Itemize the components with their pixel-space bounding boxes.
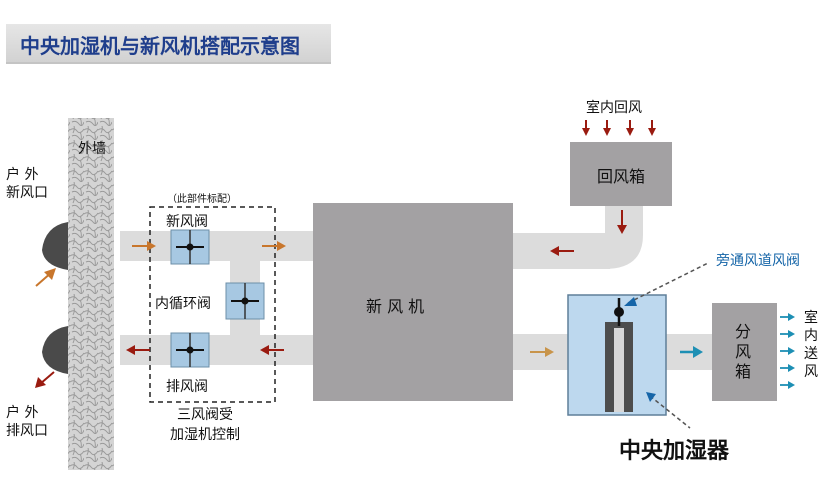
partial-config-note: （此部件标配）	[167, 194, 237, 205]
intake-arrow-1	[132, 241, 156, 251]
inlet-arrow	[35, 268, 56, 287]
return-box-down-arrow	[617, 210, 627, 234]
return-air-arrow-4	[648, 120, 656, 136]
indoor-return-air-label: 室内回风	[586, 100, 642, 116]
intake-arrow-2	[262, 241, 286, 251]
supply-out-arrow-5	[780, 381, 795, 389]
supply-out-arrow-3	[780, 347, 795, 355]
recirculation-damper	[225, 282, 265, 320]
return-air-box-label: 回风箱	[597, 167, 646, 186]
supply-arrow-2	[680, 346, 703, 358]
return-air-arrow-3	[626, 120, 634, 136]
central-humidifier-label: 中央加湿器	[619, 439, 730, 464]
fresh-air-unit-label: 新 风 机	[366, 297, 425, 316]
bypass-callout-line	[627, 262, 709, 304]
distribution-box-label: 分 风 箱	[735, 322, 752, 381]
outdoor-exhaust-outlet-label: 户 外 排风口	[6, 405, 48, 439]
exhaust-duct-arrow-1	[126, 345, 150, 355]
outer-wall-label: 外墙	[78, 141, 106, 157]
outer-wall	[68, 118, 114, 470]
recirculation-damper-label: 内循环阀	[155, 296, 211, 312]
three-dampers-note: 三风阀受 加湿机控制	[170, 407, 240, 443]
bypass-damper-label: 旁通风道风阀	[716, 253, 800, 269]
exhaust-damper	[170, 332, 210, 368]
fresh-air-damper-label: 新风阀	[166, 214, 208, 230]
supply-out-arrow-4	[780, 364, 795, 372]
damper-group-box	[149, 206, 276, 403]
return-duct-elbow	[605, 205, 643, 269]
title-bar	[6, 24, 331, 64]
distribution-box	[712, 303, 777, 401]
fresh-air-inlet-hood	[42, 222, 68, 270]
outdoor-fresh-air-inlet-label: 户 外 新风口	[6, 167, 48, 201]
fresh-air-damper	[170, 229, 210, 265]
return-air-box	[570, 142, 672, 206]
diagram-title: 中央加湿机与新风机搭配示意图	[20, 34, 300, 58]
central-humidifier-unit	[567, 294, 667, 416]
supply-out-arrow-1	[780, 313, 795, 321]
return-air-arrow-2	[603, 120, 611, 136]
exhaust-damper-label: 排风阀	[166, 379, 208, 395]
humidifier-callout-line	[649, 395, 691, 429]
fresh-air-unit	[313, 203, 513, 401]
return-air-arrow-1	[582, 120, 590, 136]
exhaust-outlet-hood	[42, 326, 68, 374]
supply-arrow-1	[530, 347, 554, 357]
return-duct-arrow	[550, 246, 574, 256]
exhaust-duct-arrow-2	[260, 345, 284, 355]
supply-out-arrow-2	[780, 330, 795, 338]
indoor-supply-air-label: 室 内 送 风	[804, 310, 818, 380]
humidifier-callout-arrowhead	[646, 392, 656, 402]
exhaust-arrow	[35, 371, 55, 388]
bypass-callout-arrowhead	[624, 297, 637, 306]
